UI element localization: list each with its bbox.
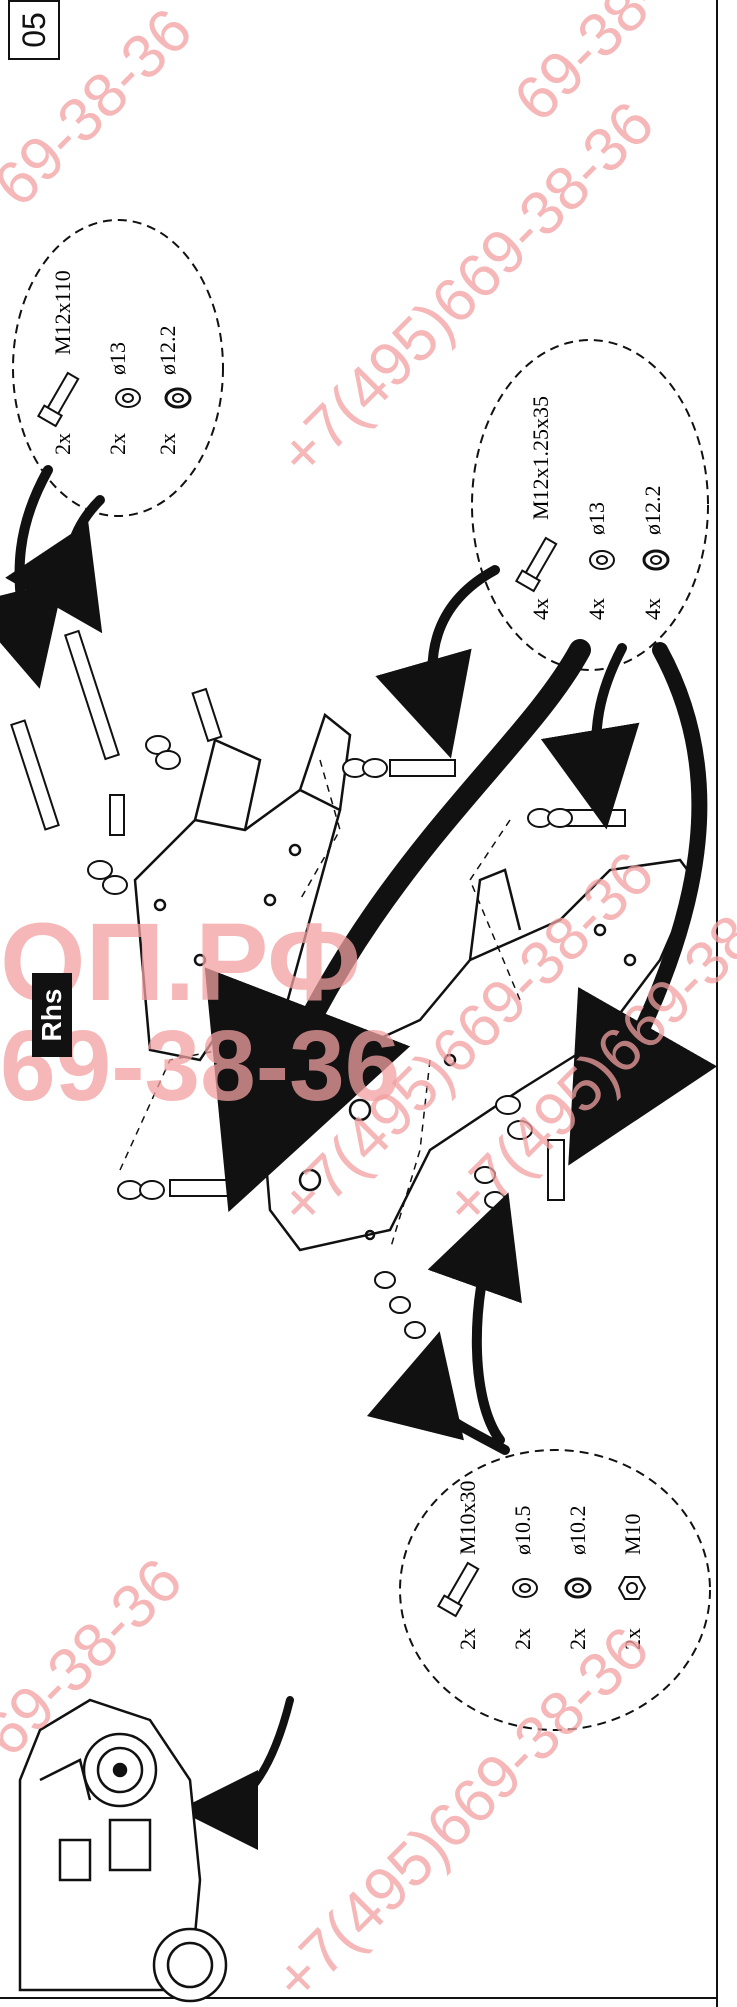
watermark-phone: 69-38-36 [0, 0, 205, 220]
watermark-phone: +7(495)669-38-36 [261, 1614, 662, 2007]
kit-bottom-qty-4: 2x [620, 1628, 645, 1650]
bolt-icon [514, 536, 558, 593]
kit-top-spec-1: M12x110 [50, 270, 75, 355]
kit-bottom: 2x M10x30 2x ø10.5 2x ø10.2 2x M10 [399, 1449, 711, 1731]
vehicle-icon [18, 1698, 228, 2003]
kit-top-qty-3: 2x [155, 433, 180, 455]
spring-washer-icon [164, 387, 192, 409]
bolt-icon [36, 371, 80, 428]
watermark-phone: +7(495)669-38-36 [266, 89, 667, 490]
kit-bottom-spec-2: ø10.5 [510, 1506, 535, 1556]
washer-icon [115, 388, 141, 408]
kit-top: 2x M12x110 2x ø13 2x ø12.2 [12, 219, 224, 517]
kit-right-spec-1: M12x1.25x35 [528, 396, 553, 520]
spring-washer-icon [564, 1577, 592, 1599]
kit-top-qty-2: 2x [105, 433, 130, 455]
side-label: Rhs [32, 973, 72, 1057]
kit-top-qty-1: 2x [50, 433, 75, 455]
washer-icon [589, 550, 615, 570]
nut-icon [617, 1576, 647, 1600]
page-frame-bottom [0, 1997, 718, 1999]
washer-icon [512, 1578, 538, 1598]
bolt-icon [436, 1561, 480, 1618]
kit-bottom-qty-3: 2x [565, 1628, 590, 1650]
kit-right: 4x M12x1.25x35 4x ø13 4x ø12.2 [471, 339, 709, 671]
kit-bottom-outline [399, 1449, 711, 1731]
kit-top-spec-3: ø12.2 [155, 326, 180, 376]
kit-right-qty-2: 4x [584, 598, 609, 620]
kit-right-spec-2: ø13 [584, 502, 609, 535]
kit-top-outline [12, 219, 224, 517]
kit-bottom-spec-4: M10 [620, 1513, 645, 1555]
kit-right-spec-3: ø12.2 [640, 486, 665, 536]
kit-top-spec-2: ø13 [105, 342, 130, 375]
assembly-arrows [0, 465, 718, 1850]
spring-washer-icon [642, 549, 670, 571]
kit-right-qty-3: 4x [640, 598, 665, 620]
kit-right-outline [471, 339, 709, 671]
kit-bottom-qty-2: 2x [510, 1628, 535, 1650]
kit-bottom-qty-1: 2x [455, 1628, 480, 1650]
kit-bottom-spec-1: M10x30 [455, 1480, 480, 1555]
kit-right-qty-1: 4x [528, 598, 553, 620]
kit-bottom-spec-3: ø10.2 [565, 1506, 590, 1556]
